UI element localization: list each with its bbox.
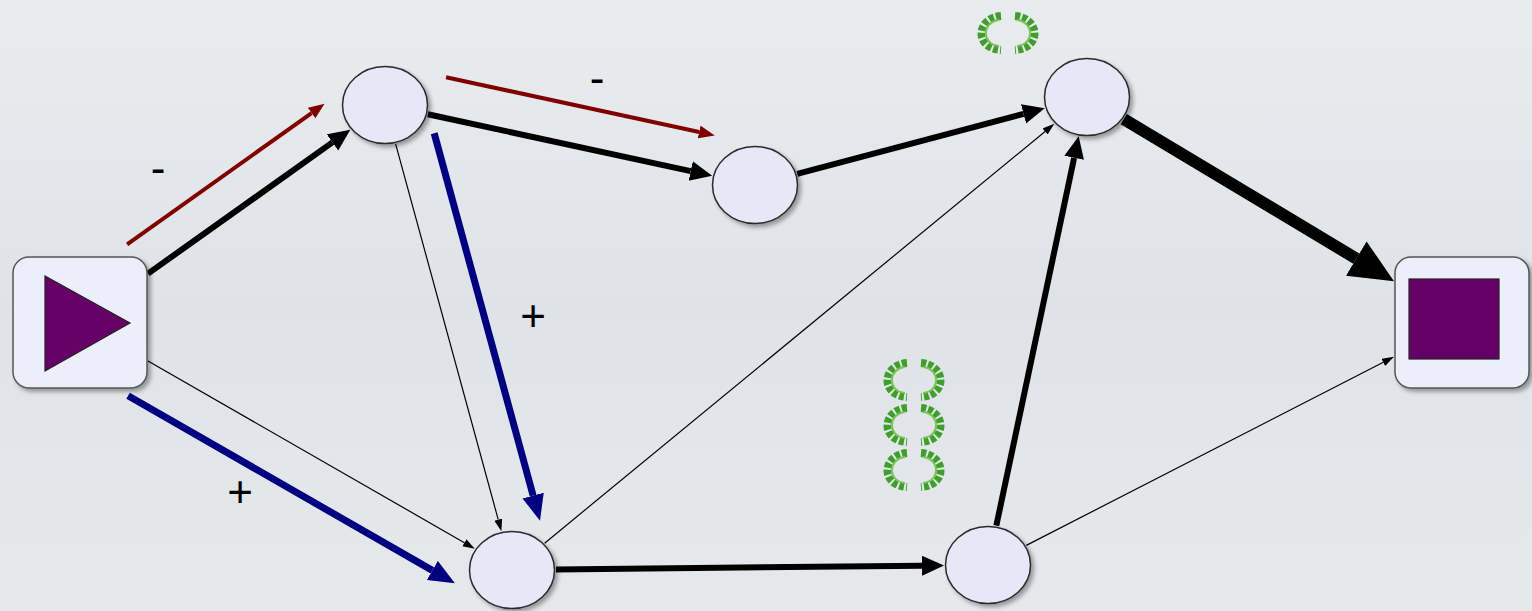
start-box [12,256,148,389]
laurel-icon [887,363,940,397]
node-shape [711,145,799,225]
end-box [1394,256,1530,389]
sign-label: - [151,146,166,190]
state-circle [944,525,1032,605]
flow-arrow [1026,362,1383,545]
influence-arrow [127,113,311,244]
node-shape [468,530,556,610]
sign-label: + [227,470,253,514]
stop-symbol [1409,279,1499,359]
laurel-icon [887,453,940,487]
play-symbol [45,276,130,371]
flow-arrow [396,144,499,520]
laurel-icon [887,408,940,442]
flow-arrow [797,114,1023,174]
state-circle [711,145,799,225]
influence-arrow [446,77,699,132]
flow-arrow [1124,119,1357,259]
node-shape [341,65,429,145]
state-circle [1043,57,1131,137]
flow-arrow [545,131,1045,543]
node-shape [12,256,148,389]
laurel-icon [981,16,1034,50]
sign-label: + [520,294,546,338]
sign-label: - [590,56,605,100]
node-shape [944,525,1032,605]
influence-arrow [128,396,432,571]
flow-arrow [556,566,922,570]
node-shape [1043,57,1131,137]
flow-arrow [996,158,1074,526]
node-shape [1394,256,1530,389]
influence-arrow [434,133,533,495]
flow-arrow [148,361,464,543]
state-circle [468,530,556,610]
state-circle [341,65,429,145]
